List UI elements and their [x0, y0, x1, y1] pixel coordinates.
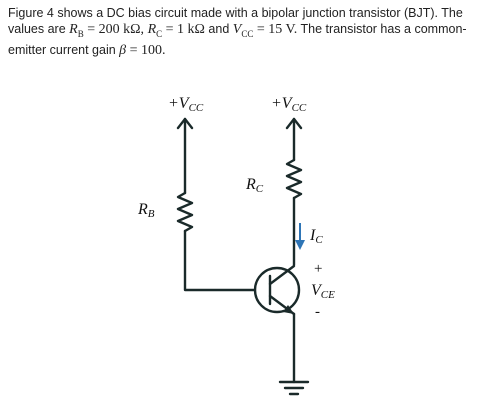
bjt-transistor-icon [253, 266, 301, 314]
rc-value: = 1 kΩ [162, 22, 205, 37]
vcc-symbol: VCC [232, 22, 254, 39]
vce-plus-sign: + [314, 261, 322, 277]
rc-symbol: RC [147, 22, 163, 39]
vce-minus-sign: - [315, 304, 320, 320]
rb-value: = 200 kΩ, [83, 22, 148, 37]
rb-symbol: RB [69, 22, 84, 39]
and-text: and [204, 22, 233, 36]
rc-resistor-icon [285, 158, 303, 200]
rb-resistor-icon [176, 191, 194, 233]
beta-symbol: β [119, 42, 127, 58]
bjt-collector-lead [268, 264, 296, 286]
emitter-arrow-icon [283, 305, 294, 314]
ic-label: IC [309, 227, 323, 246]
problem-intro: Figure 4 shows a DC bias circuit made wi… [8, 6, 463, 36]
ic-current-arrow-icon [295, 223, 305, 250]
problem-statement: Figure 4 shows a DC bias circuit made wi… [8, 5, 488, 59]
vcc-right-label: +VCC [271, 95, 307, 114]
vce-label: VCE [311, 282, 335, 301]
vcc-value: = 15 V. [253, 22, 298, 37]
ground-icon [278, 380, 310, 396]
beta-value: = 100. [126, 42, 166, 58]
vcc-left-label: +VCC [168, 95, 204, 114]
problem-rest: The transistor has a common-emitter curr… [8, 22, 467, 57]
base-wire [183, 229, 257, 292]
rc-label: RC [245, 176, 264, 195]
rb-label: RB [137, 201, 155, 220]
